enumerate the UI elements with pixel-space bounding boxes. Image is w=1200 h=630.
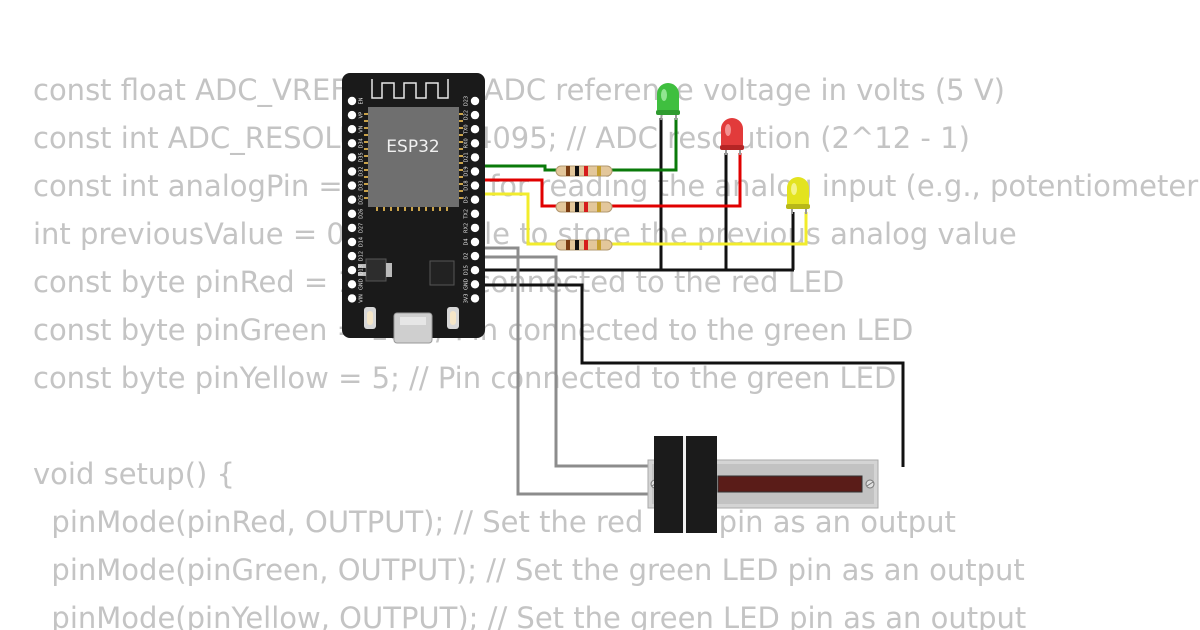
pin-d35[interactable] [347, 153, 357, 162]
pin-label: D27 [359, 223, 365, 233]
pin-d27[interactable] [347, 223, 357, 233]
pin-label: RX0 [464, 138, 470, 148]
pin-gnd[interactable] [347, 280, 357, 289]
pin-label: GND [464, 278, 470, 290]
green-led-wire [480, 118, 678, 172]
pin-label: D33 [359, 180, 365, 190]
pin-d12[interactable] [347, 251, 357, 261]
resistor-green[interactable] [555, 165, 613, 177]
pin-label: D22 [464, 110, 470, 120]
pin-label: VIN [359, 294, 365, 303]
pin-d23[interactable] [470, 96, 480, 106]
pin-label: D21 [464, 152, 470, 162]
pin-d26[interactable] [347, 209, 357, 218]
pin-tx2[interactable] [470, 209, 480, 218]
esp32-board[interactable]: ESP32 ENVPVND34D35D32D33D25D26D27D14D12D… [342, 73, 485, 344]
pin-d21[interactable] [470, 153, 480, 162]
pin-d32[interactable] [347, 167, 357, 176]
pin-d5[interactable] [470, 195, 480, 204]
pin-rx2[interactable] [470, 223, 480, 233]
pin-label: GND [359, 278, 365, 290]
pin-label: D18 [464, 180, 470, 190]
pin-label: VN [359, 125, 365, 132]
pin-3v3[interactable] [470, 294, 480, 303]
yellow-led[interactable] [786, 177, 810, 214]
code-line: void setup() { [33, 457, 235, 491]
pin-d18[interactable] [470, 181, 480, 190]
pin-d14[interactable] [347, 237, 357, 247]
pin-label: D14 [359, 237, 365, 247]
pin-d13[interactable] [347, 266, 357, 275]
board-label: ESP32 [386, 137, 439, 157]
potentiometer-signal-wire [480, 246, 652, 496]
pin-label: D19 [464, 166, 470, 176]
pin-label: D23 [464, 96, 470, 106]
pin-d34[interactable] [347, 139, 357, 148]
pin-label: TX2 [464, 209, 470, 220]
pin-label: D34 [359, 138, 365, 148]
code-line: pinMode(pinGreen, OUTPUT); // Set the gr… [33, 553, 1025, 587]
pin-label: D35 [359, 152, 365, 162]
pin-vn[interactable] [347, 125, 357, 134]
pin-label: D2 [464, 253, 470, 260]
red-led[interactable] [720, 118, 744, 155]
pin-label: D5 [464, 196, 470, 203]
potentiometer-power-wire [480, 255, 652, 468]
pin-d22[interactable] [470, 110, 480, 120]
pin-d19[interactable] [470, 167, 480, 176]
red-led-wire [480, 153, 742, 208]
code-line: pinMode(pinYellow, OUTPUT); // Set the g… [33, 601, 1027, 630]
pin-label: VP [359, 112, 365, 118]
pin-label: D15 [464, 265, 470, 275]
pin-tx0[interactable] [470, 125, 480, 134]
pin-label: D32 [359, 166, 365, 176]
pin-label: D13 [359, 265, 365, 275]
pin-vin[interactable] [347, 294, 357, 303]
pin-label: TX0 [464, 124, 470, 135]
yellow-led-wire [480, 192, 808, 246]
pin-en[interactable] [347, 96, 357, 106]
pin-label: 3V3 [464, 294, 470, 304]
esp32-module [368, 107, 459, 207]
pin-label: D26 [359, 209, 365, 219]
pin-d4[interactable] [470, 237, 480, 247]
pin-rx0[interactable] [470, 139, 480, 148]
pin-d33[interactable] [347, 181, 357, 190]
code-line: const byte pinYellow = 5; // Pin connect… [33, 361, 897, 395]
pin-label: EN [359, 97, 365, 104]
pin-label: RX2 [464, 223, 470, 233]
pin-label: D12 [359, 251, 365, 261]
pin-gnd[interactable] [470, 280, 480, 289]
green-led[interactable] [656, 83, 680, 121]
slide-potentiometer[interactable] [647, 436, 879, 533]
pin-label: D25 [359, 195, 365, 205]
pin-d25[interactable] [347, 195, 357, 204]
pin-d15[interactable] [470, 266, 480, 275]
pin-vp[interactable] [347, 110, 357, 120]
resistor-yellow[interactable] [555, 239, 613, 251]
resistor-red[interactable] [555, 201, 613, 213]
potentiometer-ground-wire [480, 283, 905, 467]
pin-d2[interactable] [470, 251, 480, 261]
pin-label: D4 [464, 238, 470, 245]
potentiometer-slider-knob[interactable] [654, 436, 717, 533]
